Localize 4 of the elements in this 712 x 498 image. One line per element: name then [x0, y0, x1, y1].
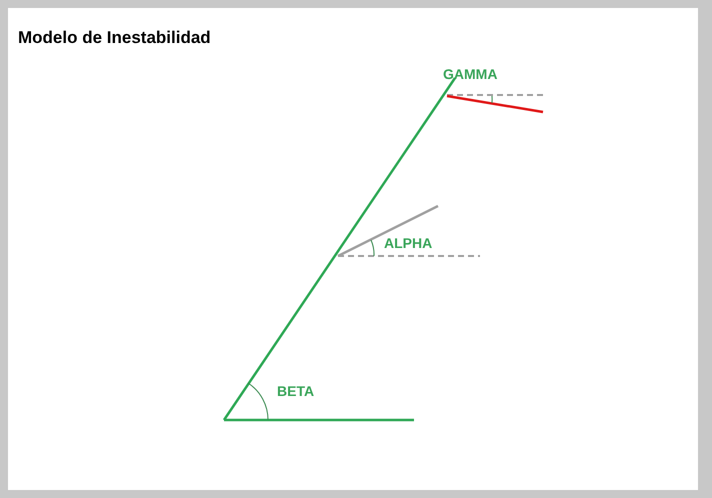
diagram-title: Modelo de Inestabilidad: [18, 28, 211, 48]
angle-label: ALPHA: [384, 235, 432, 251]
angle-label: BETA: [277, 383, 314, 399]
angle-label: GAMMA: [443, 66, 498, 82]
